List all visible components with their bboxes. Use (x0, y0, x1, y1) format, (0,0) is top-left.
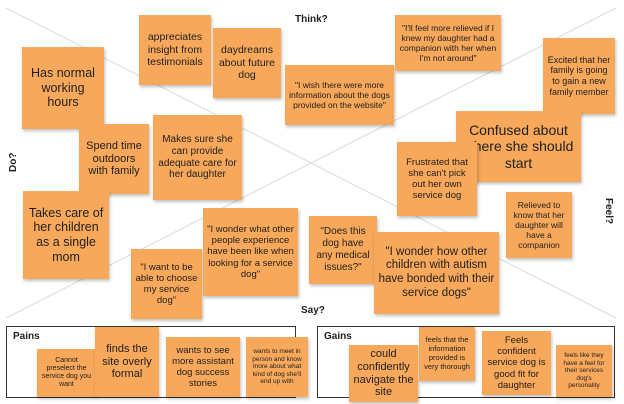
sticky-note: Makes sure she can provide adequate care… (153, 115, 242, 200)
sticky-note: Excited that her family is going to gain… (543, 38, 615, 114)
feel-label: Feel? (603, 198, 614, 225)
sticky-note: Frustrated that she can't pick out her o… (397, 142, 477, 216)
sticky-note: "I want to be able to choose my service … (131, 249, 202, 319)
pain-note: Cannot preselect the service dog you wan… (37, 349, 96, 397)
sticky-note: Spend time outdoors with family (79, 124, 149, 194)
gain-note: Feels confident service dog is good fit … (482, 331, 551, 395)
pain-note: wants to see more assistant dog success … (166, 337, 240, 397)
sticky-note: Has normal working hours (22, 47, 104, 129)
sticky-note: Takes care of her children as a single m… (23, 191, 109, 279)
sticky-note: appreciates insight from testimonials (139, 15, 211, 85)
say-label: Say? (301, 305, 325, 316)
gain-note: feels that the information provided is v… (419, 327, 475, 381)
pain-note: finds the site overly formal (95, 327, 159, 397)
pain-note: wants to meet in person and know more ab… (246, 337, 308, 397)
sticky-note: Relieved to know that her daughter will … (506, 192, 572, 258)
do-label: Do? (8, 152, 19, 172)
sticky-note: daydreams about future dog (213, 28, 281, 98)
gain-note: feels like they have a feel for their se… (556, 345, 612, 397)
pains-title: Pains (13, 331, 40, 342)
think-label: Think? (295, 14, 328, 25)
sticky-note: "I wonder what other people experience h… (203, 208, 298, 296)
sticky-note: "I'll feel more relieved if I knew my da… (395, 15, 501, 71)
sticky-note: "I wonder how other children with autism… (374, 232, 499, 314)
gain-note: could confidently navigate the site (349, 345, 418, 402)
gains-title: Gains (324, 331, 352, 342)
sticky-note: "I wish there were more information abou… (285, 65, 394, 125)
sticky-note: "Does this dog have any medical issues?" (309, 216, 377, 284)
